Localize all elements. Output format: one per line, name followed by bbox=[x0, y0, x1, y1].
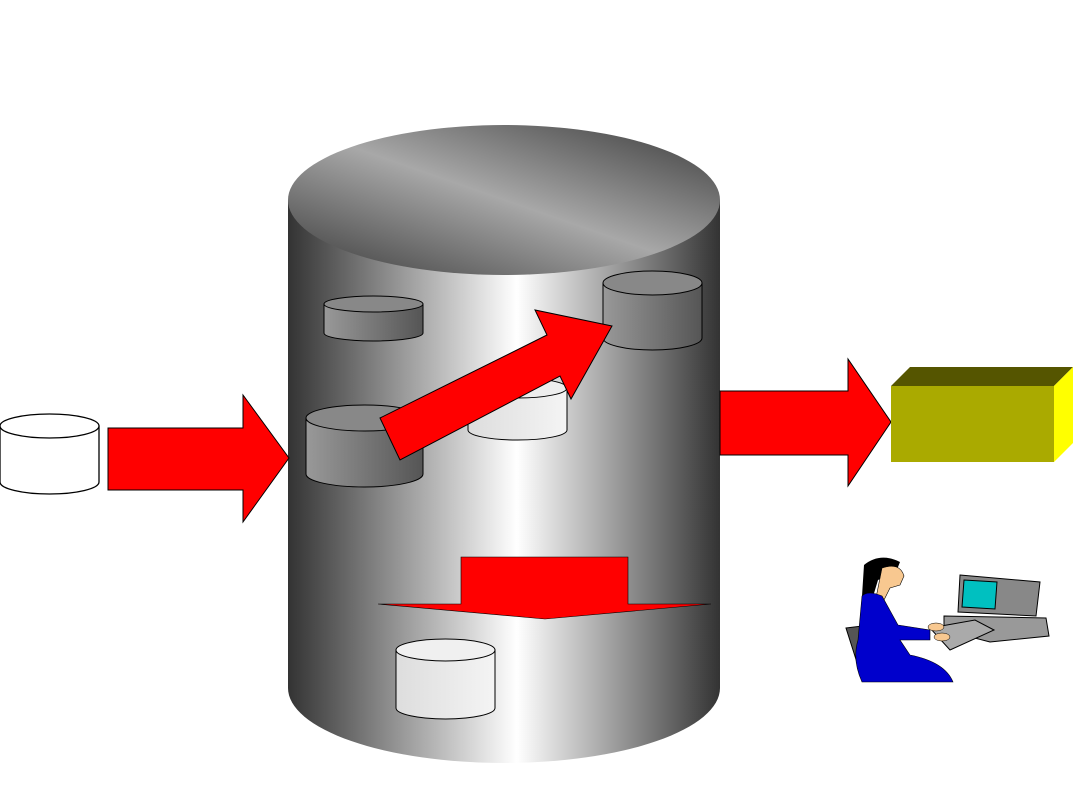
inner-database-icon bbox=[323, 295, 424, 342]
diagonal-arrow bbox=[379, 309, 613, 461]
inner-database-icon bbox=[395, 638, 496, 720]
user-at-computer-icon bbox=[845, 557, 1050, 683]
source-database-icon bbox=[0, 413, 100, 495]
down-arrow bbox=[377, 556, 712, 620]
output-box bbox=[891, 367, 1073, 462]
output-arrow bbox=[719, 357, 892, 488]
input-arrow bbox=[107, 393, 290, 524]
inner-database-icon bbox=[602, 270, 703, 351]
